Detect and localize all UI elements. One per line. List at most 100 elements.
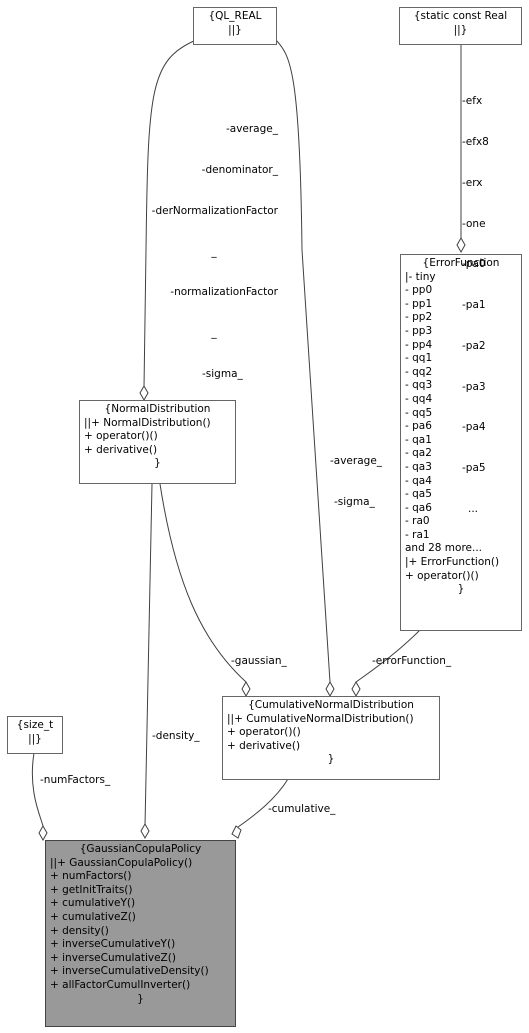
class-size-t[interactable]: {size_t ||} bbox=[7, 716, 63, 754]
edge-label-line: ... bbox=[468, 503, 479, 515]
class-close: } bbox=[327, 753, 335, 766]
member: - qa1 bbox=[405, 433, 432, 446]
member: - qq1 bbox=[405, 352, 433, 365]
edge-label-error-function: -errorFunction_ bbox=[372, 655, 452, 667]
class-title: {ErrorFunction bbox=[422, 257, 500, 269]
edge-cumulative-to-policy bbox=[237, 778, 289, 828]
diamond-normal-top bbox=[139, 384, 149, 402]
diamond-policy-cumulative bbox=[231, 825, 242, 839]
class-close: } bbox=[154, 457, 161, 470]
edge-label-line: -pa4 bbox=[462, 421, 486, 434]
edge-label-real-to-normal: -average_ -denominator_ -derNormalizatio… bbox=[150, 96, 278, 395]
member: + getInitTraits() bbox=[50, 883, 133, 896]
member: - pp3 bbox=[405, 324, 433, 337]
edge-label-line: -sigma_ bbox=[202, 367, 243, 380]
class-gaussian-copula-policy[interactable]: {GaussianCopulaPolicy ||+ GaussianCopula… bbox=[45, 840, 236, 1027]
member: ||+ NormalDistribution() bbox=[84, 416, 211, 429]
member: - qa2 bbox=[405, 447, 432, 460]
edge-label-line: -efx bbox=[462, 95, 483, 108]
edge-label-line: -average_ bbox=[330, 455, 383, 468]
edge-label-line: -pa2 bbox=[462, 339, 486, 352]
class-cumulative-normal-distribution[interactable]: {CumulativeNormalDistribution ||+ Cumula… bbox=[222, 696, 440, 780]
member: - pa6 bbox=[405, 420, 432, 433]
edge-label-line: -pa0 bbox=[462, 258, 486, 271]
edge-label-line: -derNormalizationFactor bbox=[151, 204, 278, 217]
class-error-function[interactable]: {ErrorFunction |- tiny - pp0 - pp1 - pp2… bbox=[400, 254, 522, 631]
class-static-const-real[interactable]: {static const Real ||} bbox=[399, 7, 522, 45]
member: - pp4 bbox=[405, 338, 433, 351]
member: - ra0 bbox=[405, 515, 430, 528]
edge-real-to-normal bbox=[143, 39, 197, 389]
member: + density() bbox=[50, 924, 109, 937]
class-title: {static const Real bbox=[413, 10, 508, 22]
member: + derivative() bbox=[227, 739, 301, 752]
class-close: } bbox=[457, 583, 465, 596]
edge-error-to-cumulative bbox=[355, 629, 421, 683]
member: - qa4 bbox=[405, 474, 432, 487]
class-title: {size_t bbox=[16, 719, 54, 731]
class-ql-real[interactable]: {QL_REAL ||} bbox=[193, 7, 277, 45]
diamond-cumulative-error bbox=[351, 680, 361, 698]
member: - pp1 bbox=[405, 297, 433, 310]
edge-real-to-cumulative bbox=[275, 39, 331, 683]
member: + cumulativeY() bbox=[50, 897, 136, 910]
member: |+ ErrorFunction() bbox=[405, 556, 500, 569]
member: ||+ CumulativeNormalDistribution() bbox=[227, 712, 414, 725]
member: + derivative() bbox=[84, 443, 158, 456]
class-close: } bbox=[137, 992, 144, 1005]
edge-label-line: -efx8 bbox=[462, 135, 489, 148]
member: + inverseCumulativeY() bbox=[50, 938, 176, 951]
member: + cumulativeZ() bbox=[50, 910, 136, 923]
edge-label-line: -pa5 bbox=[462, 462, 486, 475]
diamond-cumulative-avg bbox=[325, 680, 335, 698]
edge-label-gaussian: -gaussian_ bbox=[231, 655, 287, 667]
member: - qq3 bbox=[405, 379, 433, 392]
class-title: {CumulativeNormalDistribution bbox=[248, 699, 414, 711]
diamond-policy-density bbox=[140, 822, 150, 840]
member: - pp0 bbox=[405, 284, 433, 297]
class-title: {QL_REAL bbox=[208, 10, 262, 22]
member: |- tiny bbox=[405, 270, 436, 283]
edge-label-line: _ bbox=[211, 245, 217, 258]
edge-label-line: -one bbox=[462, 217, 486, 230]
edge-normal-to-cumulative bbox=[159, 483, 247, 683]
class-title: {GaussianCopulaPolicy bbox=[79, 843, 202, 855]
diamond-cumulative-gauss bbox=[241, 680, 251, 698]
member: + numFactors() bbox=[50, 870, 132, 883]
class-normal-distribution[interactable]: {NormalDistribution ||+ NormalDistributi… bbox=[79, 400, 236, 484]
member: - qq2 bbox=[405, 365, 433, 378]
edge-label-real-to-cumulative: -average_ -sigma_ bbox=[330, 428, 382, 523]
edge-label-line: -average_ bbox=[225, 123, 278, 136]
member: + allFactorCumulInverter() bbox=[50, 978, 191, 991]
edge-label-line: _ bbox=[211, 327, 217, 340]
member: and 28 more... bbox=[405, 542, 483, 555]
member: - qq4 bbox=[405, 392, 433, 405]
edge-label-line: -normalizationFactor bbox=[170, 286, 278, 299]
class-body: ||} bbox=[228, 23, 242, 36]
member: - pp2 bbox=[405, 311, 433, 324]
member: - qa3 bbox=[405, 460, 432, 473]
member: - qq5 bbox=[405, 406, 433, 419]
edge-normal-to-policy bbox=[144, 483, 153, 827]
member: + inverseCumulativeZ() bbox=[50, 951, 176, 964]
member: - qa5 bbox=[405, 488, 432, 501]
class-body: ||} bbox=[453, 23, 468, 36]
member: + inverseCumulativeDensity() bbox=[50, 965, 209, 978]
edge-label-line: -denominator_ bbox=[201, 163, 278, 176]
diamond-policy-numfactors bbox=[38, 824, 48, 842]
member: - qa6 bbox=[405, 501, 432, 514]
member: + operator()() bbox=[405, 569, 479, 582]
class-title: {NormalDistribution bbox=[104, 403, 211, 415]
member: - ra1 bbox=[405, 528, 430, 541]
edge-label-line: -sigma_ bbox=[334, 495, 375, 508]
edge-label-cumulative: -cumulative_ bbox=[268, 803, 336, 815]
class-body: ||} bbox=[28, 732, 42, 745]
member: + operator()() bbox=[84, 430, 158, 443]
edge-size-to-policy bbox=[31, 752, 44, 827]
member: + operator()() bbox=[227, 726, 301, 739]
edge-label-static-to-error: -efx -efx8 -erx -one -pa0 -pa1 -pa2 -pa3… bbox=[462, 68, 489, 530]
edge-label-line: -pa3 bbox=[462, 380, 486, 393]
edge-label-line: -pa1 bbox=[462, 299, 486, 312]
diamond-error-top bbox=[456, 236, 466, 254]
